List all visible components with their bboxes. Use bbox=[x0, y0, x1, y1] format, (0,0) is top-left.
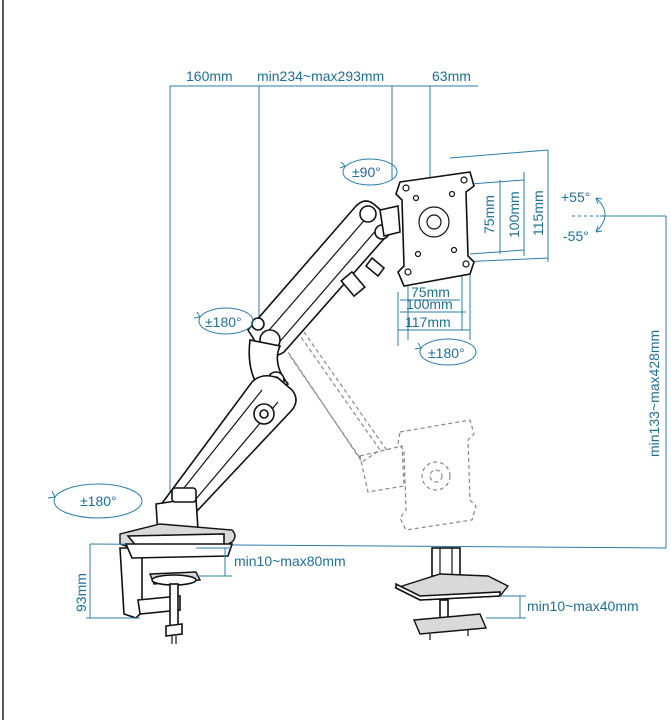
label-rot-90: ±90° bbox=[352, 164, 381, 180]
dim-arm-length: min234~max293mm bbox=[257, 68, 384, 84]
label-rot-180-mid: ±180° bbox=[205, 314, 242, 330]
vesa-w-100: 100mm bbox=[406, 296, 453, 312]
label-height-range: min133~max428mm bbox=[646, 330, 662, 457]
clamp-dimensions bbox=[86, 544, 232, 619]
vesa-plate bbox=[395, 171, 475, 287]
rotation-180-bottom-icon bbox=[414, 338, 477, 366]
vesa-h-75: 75mm bbox=[481, 195, 497, 234]
label-tilt-down: -55° bbox=[563, 228, 589, 244]
ghost-arm bbox=[279, 329, 477, 531]
rotation-180-left-icon bbox=[47, 483, 143, 519]
vesa-dimensions bbox=[397, 149, 549, 346]
grommet-mount bbox=[394, 547, 510, 640]
vesa-h-100: 100mm bbox=[506, 191, 522, 238]
vesa-w-75: 75mm bbox=[411, 284, 450, 300]
desk-clamp bbox=[119, 543, 234, 644]
monitor-arm bbox=[119, 200, 401, 553]
dim-160mm: 160mm bbox=[186, 68, 233, 84]
label-rot-180-bottom: ±180° bbox=[428, 345, 465, 361]
dim-63mm: 63mm bbox=[432, 68, 471, 84]
label-grommet-range: min10~max40mm bbox=[527, 598, 639, 614]
label-rot-180-left: ±180° bbox=[80, 493, 117, 509]
vesa-h-115: 115mm bbox=[530, 190, 546, 236]
label-clamp-range: min10~max80mm bbox=[234, 553, 346, 569]
top-dimensions bbox=[169, 85, 478, 530]
rotation-90-icon bbox=[339, 158, 398, 186]
rotation-180-mid-icon bbox=[193, 307, 254, 335]
label-tilt-up: +55° bbox=[561, 189, 590, 205]
grommet-dimensions bbox=[486, 595, 526, 619]
vesa-w-117: 117mm bbox=[405, 314, 451, 330]
label-clamp-height: 93mm bbox=[73, 573, 89, 612]
